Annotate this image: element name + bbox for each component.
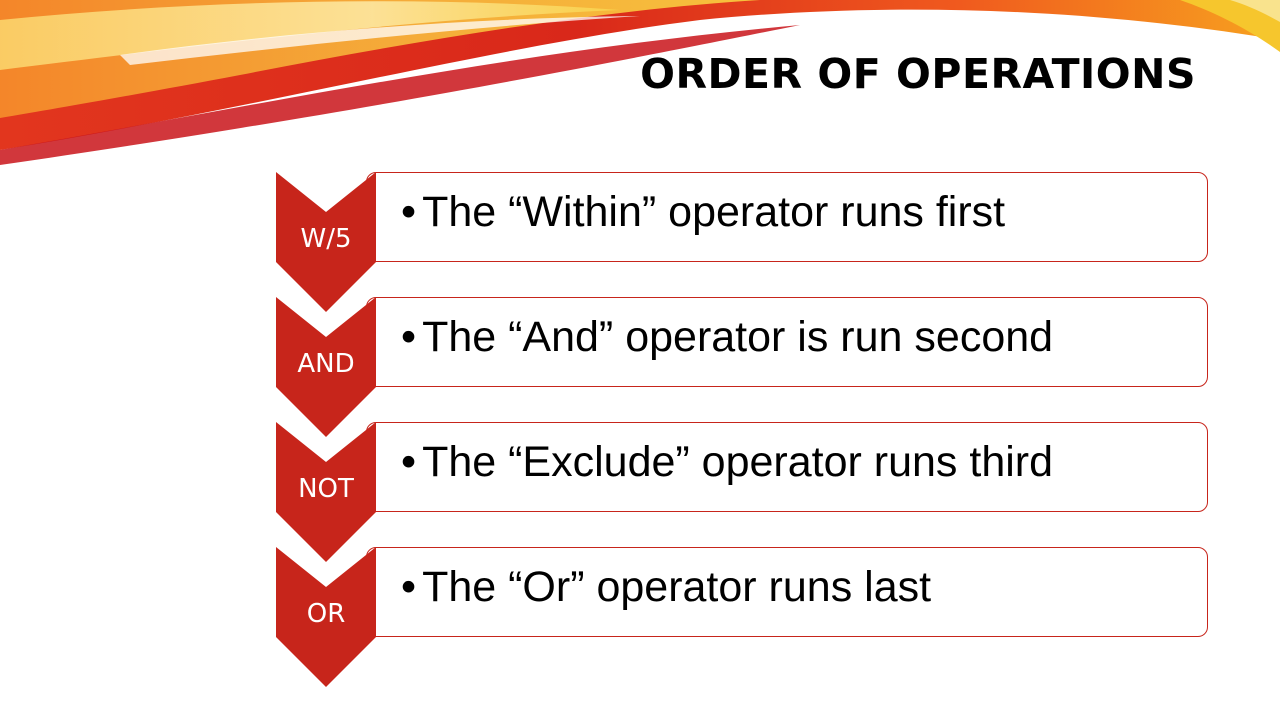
step-label: AND [297,349,355,379]
step-description: •The “Within” operator runs first [401,188,1005,237]
step-box: •The “Within” operator runs first [366,172,1208,262]
step-box: •The “Exclude” operator runs third [366,422,1208,512]
step-text: The “Within” operator runs first [422,188,1006,236]
bullet: • [401,438,417,486]
bullet: • [401,188,417,236]
step-label: OR [306,599,346,629]
step-not: •The “Exclude” operator runs third NOT [276,422,1210,562]
bullet: • [401,563,417,611]
step-label: W/5 [300,224,352,254]
step-box: •The “Or” operator runs last [366,547,1208,637]
step-within: •The “Within” operator runs first W/5 [276,172,1210,312]
decorative-swoosh [0,0,1280,165]
step-and: •The “And” operator is run second AND [276,297,1210,437]
order-process-list: •The “Within” operator runs first W/5 •T… [276,172,1210,692]
step-text: The “Exclude” operator runs third [422,438,1054,486]
chevron-down-shape [276,297,376,437]
step-text: The “And” operator is run second [422,313,1054,361]
step-or: •The “Or” operator runs last OR [276,547,1210,687]
step-description: •The “Exclude” operator runs third [401,438,1053,487]
chevron-down-shape [276,422,376,562]
step-description: •The “Or” operator runs last [401,563,931,612]
step-box: •The “And” operator is run second [366,297,1208,387]
step-text: The “Or” operator runs last [422,563,932,611]
step-label: NOT [298,474,354,504]
chevron-down-shape [276,172,376,312]
bullet: • [401,313,417,361]
step-description: •The “And” operator is run second [401,313,1053,362]
slide-title: ORDER OF OPERATIONS [640,50,1196,98]
chevron-down-shape [276,547,376,687]
